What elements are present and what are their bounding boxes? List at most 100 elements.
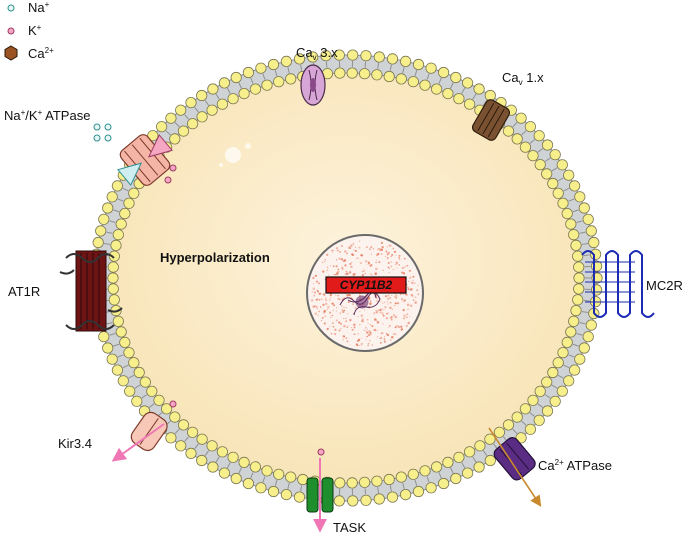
chromatin-dot [387, 327, 389, 329]
lipid-head [175, 440, 187, 452]
lipid-tail [250, 77, 254, 84]
chromatin-dot [407, 308, 409, 310]
lipid-head [533, 414, 545, 426]
chromatin-dot [367, 322, 369, 324]
chromatin-dot [403, 317, 406, 320]
lipid-tail [563, 187, 570, 192]
chromatin-dot [353, 323, 356, 327]
lipid-head [293, 491, 306, 503]
chromatin-dot [380, 300, 382, 302]
lipid-head [107, 261, 119, 273]
chromatin-dot [344, 250, 347, 253]
lipid-tail [563, 364, 570, 369]
lipid-tail [117, 354, 124, 358]
lipid-head [320, 50, 332, 62]
chromatin-dot [369, 265, 371, 267]
lipid-tail [149, 403, 155, 408]
lipid-head [293, 53, 306, 65]
lipid-head [574, 353, 586, 365]
chromatin-dot [392, 313, 396, 317]
lipid-tail [262, 476, 266, 483]
lipid-head [207, 461, 219, 473]
lipid-head [419, 79, 431, 91]
chromatin-dot [369, 273, 371, 275]
chromatin-dot [324, 261, 326, 263]
chromatin-dot [360, 314, 363, 317]
lipid-head [588, 236, 600, 249]
lipid-head [573, 261, 585, 273]
chromatin-dot [347, 325, 349, 327]
lipid-head [360, 494, 372, 506]
chromatin-dot [341, 268, 344, 270]
chromatin-dot [335, 246, 339, 250]
chromatin-dot [334, 328, 337, 331]
chromatin-dot [384, 306, 387, 309]
chromatin-dot [329, 312, 332, 314]
lipid-head [187, 118, 199, 130]
chromatin-dot [357, 333, 359, 335]
chromatin-dot [316, 307, 319, 310]
chromatin-dot [398, 264, 400, 266]
chromatin-dot [332, 249, 334, 252]
chromatin-dot [373, 312, 376, 315]
chromatin-dot [337, 294, 339, 297]
chromatin-dot [375, 261, 377, 264]
chromatin-dot [412, 275, 415, 278]
chromatin-dot [387, 294, 390, 297]
chromatin-dot [356, 339, 360, 343]
chromatin-dot [332, 265, 335, 268]
lipid-head [358, 68, 371, 80]
cav1-channel [471, 99, 511, 141]
chromatin-dot [351, 328, 354, 331]
task-label: TASK [333, 520, 366, 535]
lipid-head [399, 55, 412, 68]
lipid-head [563, 375, 575, 387]
chromatin-dot [386, 257, 389, 259]
lipid-head [216, 98, 228, 110]
chromatin-dot [321, 316, 324, 319]
lipid-head [346, 477, 358, 489]
chromatin-dot [380, 253, 383, 256]
lipid-head [461, 77, 474, 89]
chromatin-dot [370, 264, 373, 267]
chromatin-dot [338, 250, 342, 254]
lipid-tail [128, 374, 135, 379]
lipid-head [230, 472, 242, 485]
highlight-bubble [219, 163, 223, 167]
na-k-atpase [117, 134, 173, 186]
lipid-head [371, 69, 383, 81]
chromatin-dot [379, 341, 382, 344]
na-ions-outside [93, 123, 112, 142]
lipid-head [119, 336, 131, 348]
chromatin-dot [325, 297, 327, 299]
chromatin-dot [408, 269, 411, 272]
lipid-head [574, 191, 586, 203]
chromatin-dot [391, 294, 393, 296]
chromatin-dot [392, 268, 395, 271]
cav3-label: Cav 3.x [296, 45, 338, 62]
chromatin-dot [345, 270, 348, 273]
chromatin-dot [327, 307, 330, 309]
chromatin-dot [337, 249, 339, 252]
lipid-head [442, 456, 454, 468]
chromatin-dot [373, 328, 377, 332]
lipid-head [561, 336, 573, 348]
chromatin-dot [410, 281, 414, 285]
lipid-tail [414, 479, 418, 486]
chromatin-dot [326, 253, 329, 256]
lipid-head [502, 419, 515, 431]
lipid-head [386, 491, 399, 503]
chromatin-dot [350, 265, 353, 269]
na-k-atpase-label: Na+/K+ ATPase [4, 108, 90, 123]
chromatin-dot [325, 299, 328, 302]
chromatin-dot [369, 246, 372, 249]
lipid-head [515, 432, 527, 444]
chromatin-dot [388, 267, 390, 269]
chromatin-dot [370, 273, 373, 276]
chromatin-dot [395, 296, 398, 299]
lipid-head [156, 121, 168, 133]
chromatin-dot [401, 266, 404, 270]
lipid-head [124, 385, 136, 397]
lipid-tail [551, 384, 558, 389]
lipid-head [373, 51, 385, 63]
